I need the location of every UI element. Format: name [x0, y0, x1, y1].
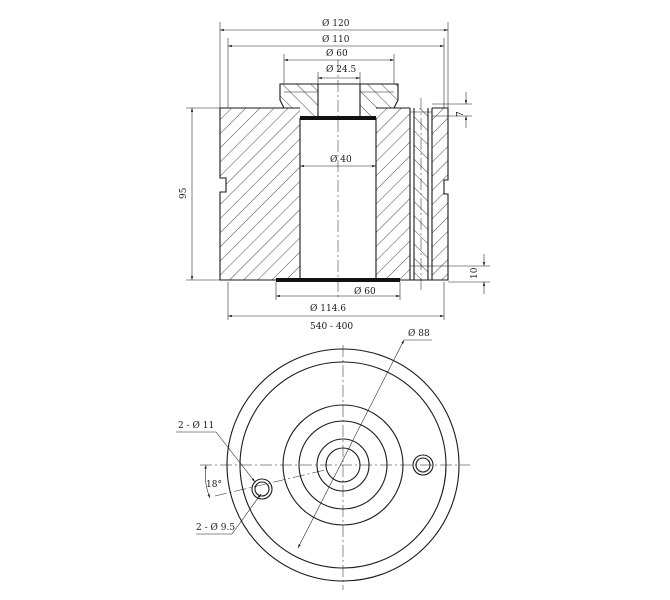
dim-d120: Ø 120 — [322, 18, 350, 29]
dim-h7: 7 — [456, 111, 466, 117]
dim-angle: 18° — [206, 480, 222, 490]
upper-seal — [300, 116, 376, 120]
extension-lines — [186, 22, 490, 320]
right-pin-hole-outer — [412, 454, 434, 476]
dim-h10: 10 — [470, 267, 480, 279]
left-pin-hole-inner — [254, 481, 270, 497]
dim-d114-6: Ø 114.6 — [310, 303, 346, 314]
dim-holes-9-5: 2 - Ø 9.5 — [196, 522, 235, 533]
angle-arc — [204, 464, 211, 499]
right-pin-hole-inner — [415, 457, 431, 473]
dim-d60-bottom: Ø 60 — [354, 286, 376, 297]
dim-d110: Ø 110 — [322, 34, 350, 45]
holes-11-leader — [215, 431, 256, 483]
dim-h95: 95 — [179, 187, 189, 199]
dim-d40: Ø 40 — [330, 154, 352, 165]
dimension-lines — [190, 28, 486, 318]
section-view: Ø 120 Ø 110 Ø 60 Ø 24.5 Ø 40 95 7 10 Ø 6… — [179, 18, 490, 332]
dim-range: 540 - 400 — [310, 322, 353, 332]
dim-d88: Ø 88 — [408, 328, 430, 339]
dim-holes-11: 2 - Ø 11 — [178, 420, 214, 431]
d88-leader — [297, 339, 405, 549]
body-hatch — [220, 84, 448, 280]
dim-d60-top: Ø 60 — [326, 48, 348, 59]
dim-d24-5: Ø 24.5 — [326, 64, 357, 75]
plan-view: Ø 88 2 - Ø 11 2 - Ø 9.5 18° — [176, 328, 470, 590]
left-pin-hole-outer — [251, 478, 273, 500]
holes-9-5-leader — [231, 493, 262, 535]
